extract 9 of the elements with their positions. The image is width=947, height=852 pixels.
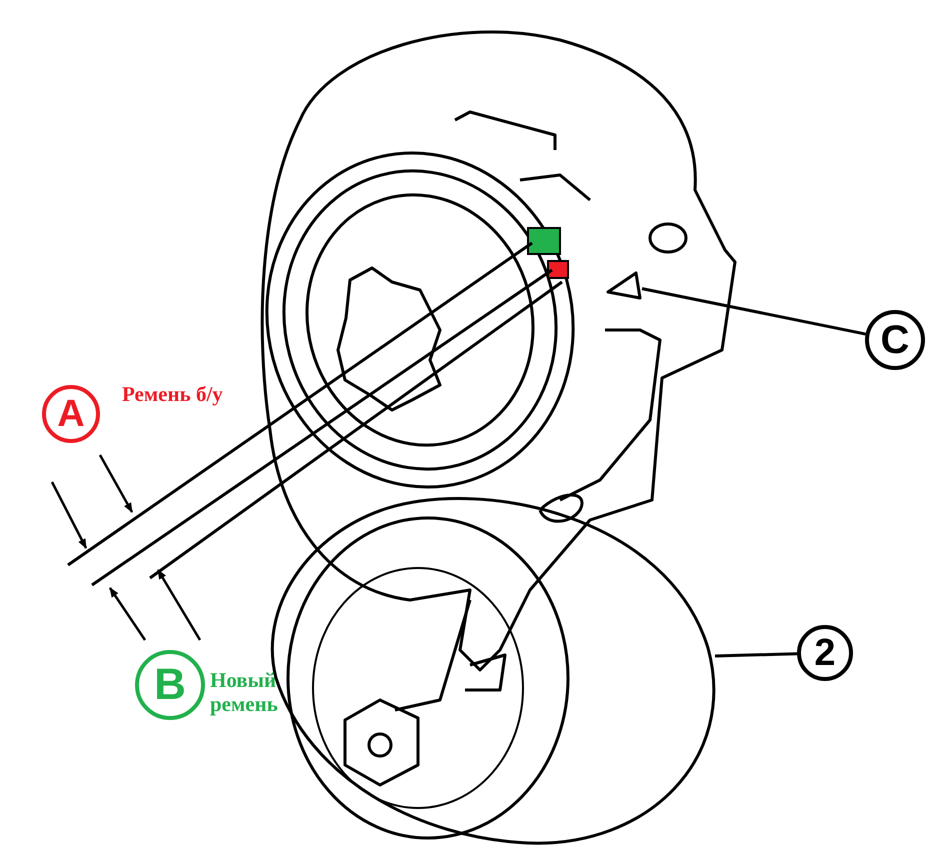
callout-letter: C (865, 310, 925, 370)
leader-line (642, 287, 866, 336)
callout-note: Ремень б/у (122, 382, 224, 406)
callout-letter: B (135, 650, 205, 720)
callout-note: Новый ремень (210, 668, 279, 716)
callout-letter: A (42, 385, 100, 443)
callout-letter: 2 (797, 625, 853, 681)
triangle-mark (606, 270, 642, 300)
leader-line (714, 652, 798, 658)
